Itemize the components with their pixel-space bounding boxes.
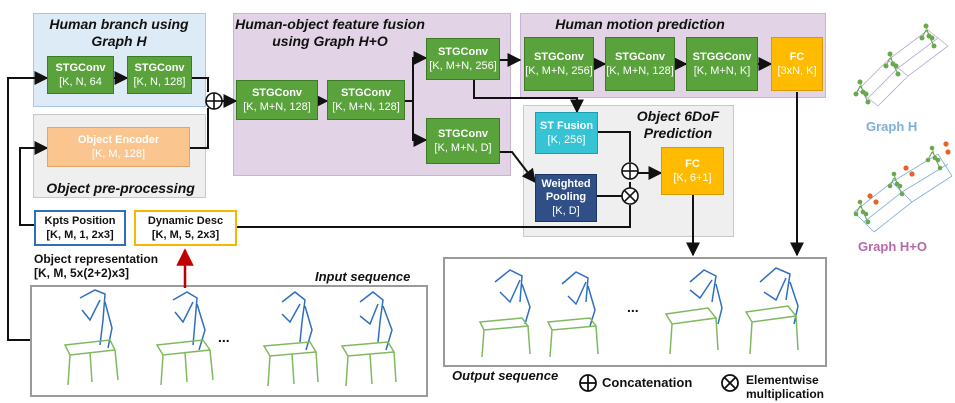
human-branch-title: Human branch using Graph H: [49, 16, 189, 49]
legend-mult-symbol: [721, 374, 739, 392]
arrow-h2-concat: [192, 77, 209, 92]
motion-fc-block: FC [3xN, K]: [771, 37, 823, 91]
arrow-f2-split: [405, 51, 428, 102]
motion-title: Human motion prediction: [555, 16, 725, 32]
arrow-f3-stfusion: [473, 80, 584, 114]
arrow-f2-f4: [412, 101, 428, 147]
input-sequence-label: Input sequence: [315, 269, 411, 284]
graph-h-lattice: [853, 23, 949, 107]
output-sequence-label: Output sequence: [452, 368, 559, 383]
object-encoder-block: Object Encoder [K, M, 128]: [47, 127, 190, 167]
output-skeletons: [478, 267, 799, 358]
object-representation-dims: [K, M, 5x(2+2)x3]: [34, 266, 130, 280]
motion-stgconv-1: STGConv [K, M+N, 256]: [524, 37, 594, 91]
arrow-f4-wpool: [500, 151, 536, 184]
arrow-input-to-object-encoder: [19, 141, 49, 226]
concat-operator-human: [205, 92, 223, 110]
output-sequence-ellipsis: ...: [627, 299, 639, 315]
fusion-stgconv-3: STGConv [K, M+N, 256]: [426, 38, 500, 80]
concat-operator-object: [621, 162, 639, 180]
weighted-pooling-block: Weighted Pooling [K, D]: [535, 174, 597, 222]
fusion-stgconv-2: STGConv [K, M+N, 128]: [327, 80, 405, 120]
human-stgconv-1: STGConv [K, N, 64: [47, 56, 114, 94]
object-fc-block: FC [K, 6+1]: [661, 147, 724, 195]
arrow-input-to-human: [7, 71, 49, 341]
legend-mult-label-1: Elementwise: [746, 373, 819, 387]
kpts-position-box: Kpts Position [K, M, 1, 2x3]: [34, 210, 126, 246]
output-sequence-panel: [443, 257, 827, 367]
graph-h-label: Graph H: [866, 119, 918, 134]
fusion-stgconv-4: STGConv [K, M+N, D]: [426, 118, 500, 164]
human-stgconv-2: STGConv [K, N, 128]: [127, 56, 192, 94]
arrow-desc-mult: [237, 205, 631, 228]
motion-stggconv-3: STGGConv [K, M+N, K]: [686, 37, 758, 91]
st-fusion-block: ST Fusion [K, 256]: [535, 112, 598, 154]
legend-concat-symbol: [579, 374, 597, 392]
object-6dof-title: Object 6DoF Prediction: [636, 108, 720, 141]
dynamic-desc-box: Dynamic Desc [K, M, 5, 2x3]: [134, 210, 237, 246]
legend-concat-label: Concatenation: [602, 375, 693, 390]
legend-mult-label-2: multiplication: [746, 387, 824, 401]
fusion-stgconv-1: STGConv [K, M+N, 128]: [236, 80, 318, 120]
graph-ho-lattice: [853, 141, 953, 233]
object-preprocessing-title: Object pre-processing: [46, 180, 195, 196]
mult-operator-object: [621, 187, 639, 205]
object-representation-title: Object representation: [34, 252, 159, 266]
motion-stgconv-2: STGConv [K, M+N, 128]: [605, 37, 675, 91]
input-skeletons: [63, 289, 397, 387]
input-sequence-ellipsis: ...: [218, 329, 230, 345]
arrow-stfusion-concat: [598, 131, 631, 162]
graph-ho-label: Graph H+O: [858, 239, 927, 254]
fusion-title: Human-object feature fusion using Graph …: [235, 16, 425, 49]
arrow-objenc-concat: [190, 108, 209, 149]
